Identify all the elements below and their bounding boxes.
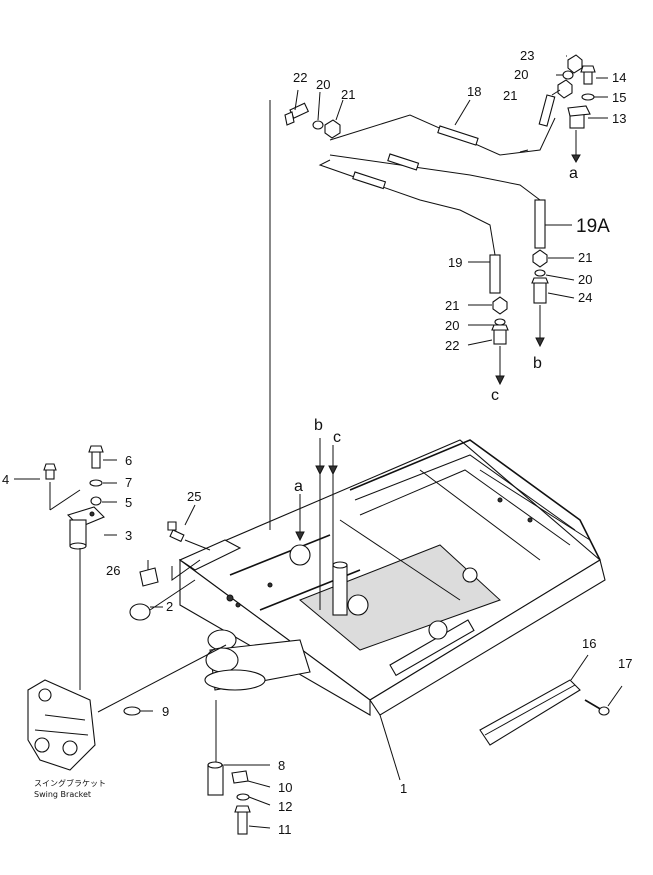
callout-26: 26 bbox=[106, 563, 120, 578]
callout-22-left: 22 bbox=[445, 338, 459, 353]
callout-16: 16 bbox=[582, 636, 596, 651]
flow-letter-b-top: b bbox=[533, 355, 542, 372]
revolving-frame bbox=[178, 439, 606, 716]
callout-20-left: 20 bbox=[445, 318, 459, 333]
callout-21-upper-right: 21 bbox=[503, 88, 517, 103]
callout-3: 3 bbox=[125, 528, 132, 543]
callout-10: 10 bbox=[278, 780, 292, 795]
swing-bracket-caption-en: Swing Bracket bbox=[34, 790, 91, 799]
callout-21-right: 21 bbox=[578, 250, 592, 265]
left-parts-stack bbox=[43, 445, 227, 716]
callout-5: 5 bbox=[125, 495, 132, 510]
callout-23: 23 bbox=[520, 48, 534, 63]
side-cover-plate bbox=[479, 679, 581, 746]
callout-24: 24 bbox=[578, 290, 592, 305]
hose-assembly bbox=[269, 54, 596, 610]
bottom-pin-stack bbox=[207, 700, 251, 835]
cover-bolt-17 bbox=[584, 685, 623, 716]
callout-19a: 19A bbox=[576, 216, 610, 237]
callout-2: 2 bbox=[166, 599, 173, 614]
callout-1: 1 bbox=[400, 781, 407, 796]
flow-letter-a-top: a bbox=[569, 165, 578, 182]
callout-20-upper-right: 20 bbox=[514, 67, 528, 82]
swing-bracket bbox=[27, 679, 96, 771]
callout-20-top: 20 bbox=[316, 77, 330, 92]
callout-11: 11 bbox=[278, 822, 292, 837]
callout-13: 13 bbox=[612, 111, 626, 126]
callout-20-right: 20 bbox=[578, 272, 592, 287]
callout-8: 8 bbox=[278, 758, 285, 773]
flow-letter-b-frame: b bbox=[314, 417, 323, 434]
callout-17: 17 bbox=[618, 656, 632, 671]
callout-19: 19 bbox=[448, 255, 462, 270]
callout-9: 9 bbox=[162, 704, 169, 719]
callout-14: 14 bbox=[612, 70, 626, 85]
leader-lines bbox=[14, 55, 608, 829]
callout-21-top: 21 bbox=[341, 87, 355, 102]
callout-12: 12 bbox=[278, 799, 292, 814]
callout-4: 4 bbox=[2, 472, 9, 487]
swing-bracket-caption-jp: スイングブラケット bbox=[34, 778, 106, 788]
callout-18: 18 bbox=[467, 84, 481, 99]
callout-21-left: 21 bbox=[445, 298, 459, 313]
flow-letter-c-top: c bbox=[491, 387, 499, 404]
callout-22-top: 22 bbox=[293, 70, 307, 85]
flow-letter-a-frame: a bbox=[294, 478, 303, 495]
callout-6: 6 bbox=[125, 453, 132, 468]
callout-15: 15 bbox=[612, 90, 626, 105]
callout-7: 7 bbox=[125, 475, 132, 490]
callout-25: 25 bbox=[187, 489, 201, 504]
flow-letter-c-frame: c bbox=[333, 429, 341, 446]
